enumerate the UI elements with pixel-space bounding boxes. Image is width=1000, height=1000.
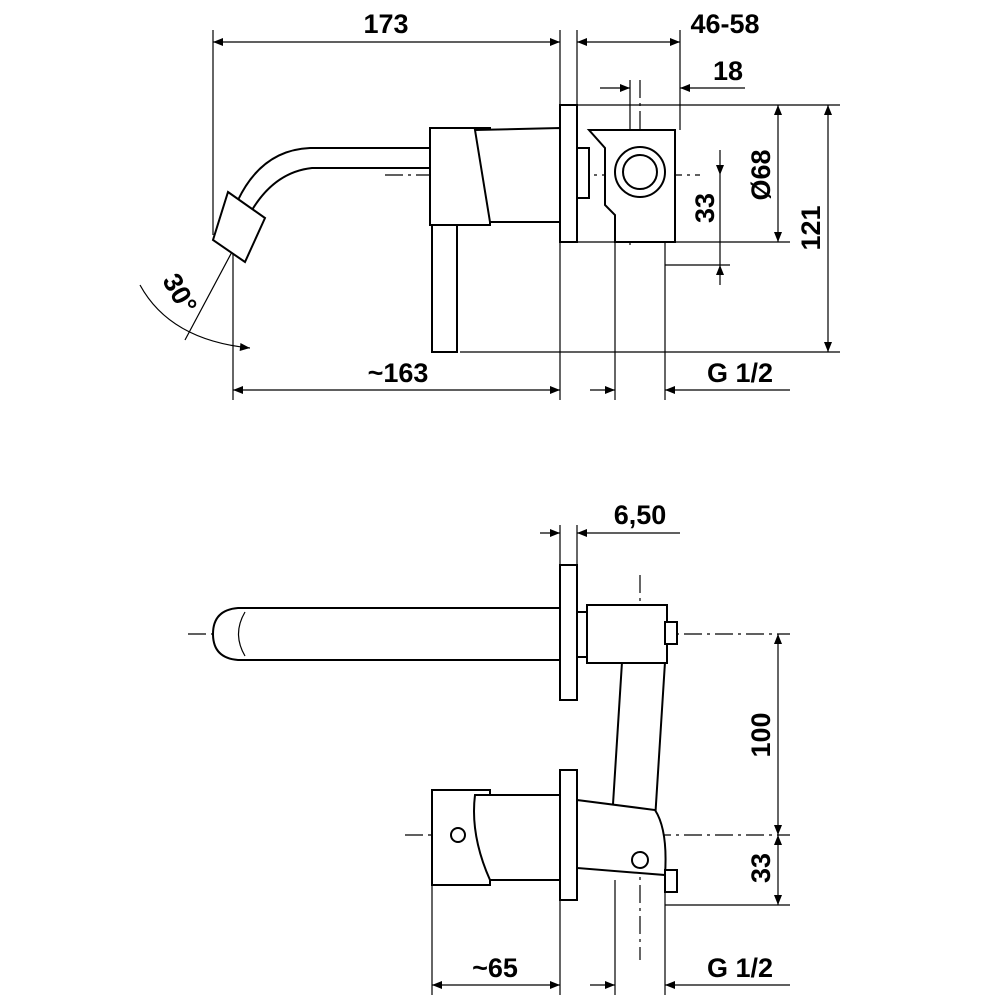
aerator — [211, 190, 267, 264]
mixer-body-side — [473, 794, 561, 881]
dim-33-side: 33 — [746, 853, 776, 883]
dim-18: 18 — [713, 56, 743, 86]
dim-diameter-68: Ø68 — [746, 149, 776, 200]
spout-connector — [586, 604, 668, 664]
dim-121: 121 — [796, 205, 826, 250]
dim-6-50: 6,50 — [614, 500, 667, 530]
dim-173: 173 — [363, 9, 408, 39]
wall-plate — [559, 104, 578, 243]
side-view: 6,50 100 33 ~65 G 1/2 — [188, 500, 790, 995]
top-view: 173 46-58 18 Ø68 33 121 30° ~163 G 1/2 — [139, 9, 840, 400]
connector-pipe — [610, 661, 667, 821]
dim-163: ~163 — [368, 358, 429, 388]
dim-100: 100 — [746, 712, 776, 757]
dim-33-top: 33 — [690, 193, 720, 223]
dim-65: ~65 — [472, 953, 518, 983]
spout — [236, 147, 431, 212]
wall-plate-lower — [559, 769, 578, 901]
dim-46-58: 46-58 — [690, 9, 759, 39]
dim-g12-top: G 1/2 — [707, 358, 773, 388]
dim-g12-side: G 1/2 — [707, 953, 773, 983]
spout-side — [211, 607, 561, 661]
dim-angle-30: 30° — [157, 268, 203, 318]
valve-body-side — [576, 798, 667, 877]
wall-plate-upper — [559, 564, 578, 701]
lever-handle — [431, 224, 458, 353]
